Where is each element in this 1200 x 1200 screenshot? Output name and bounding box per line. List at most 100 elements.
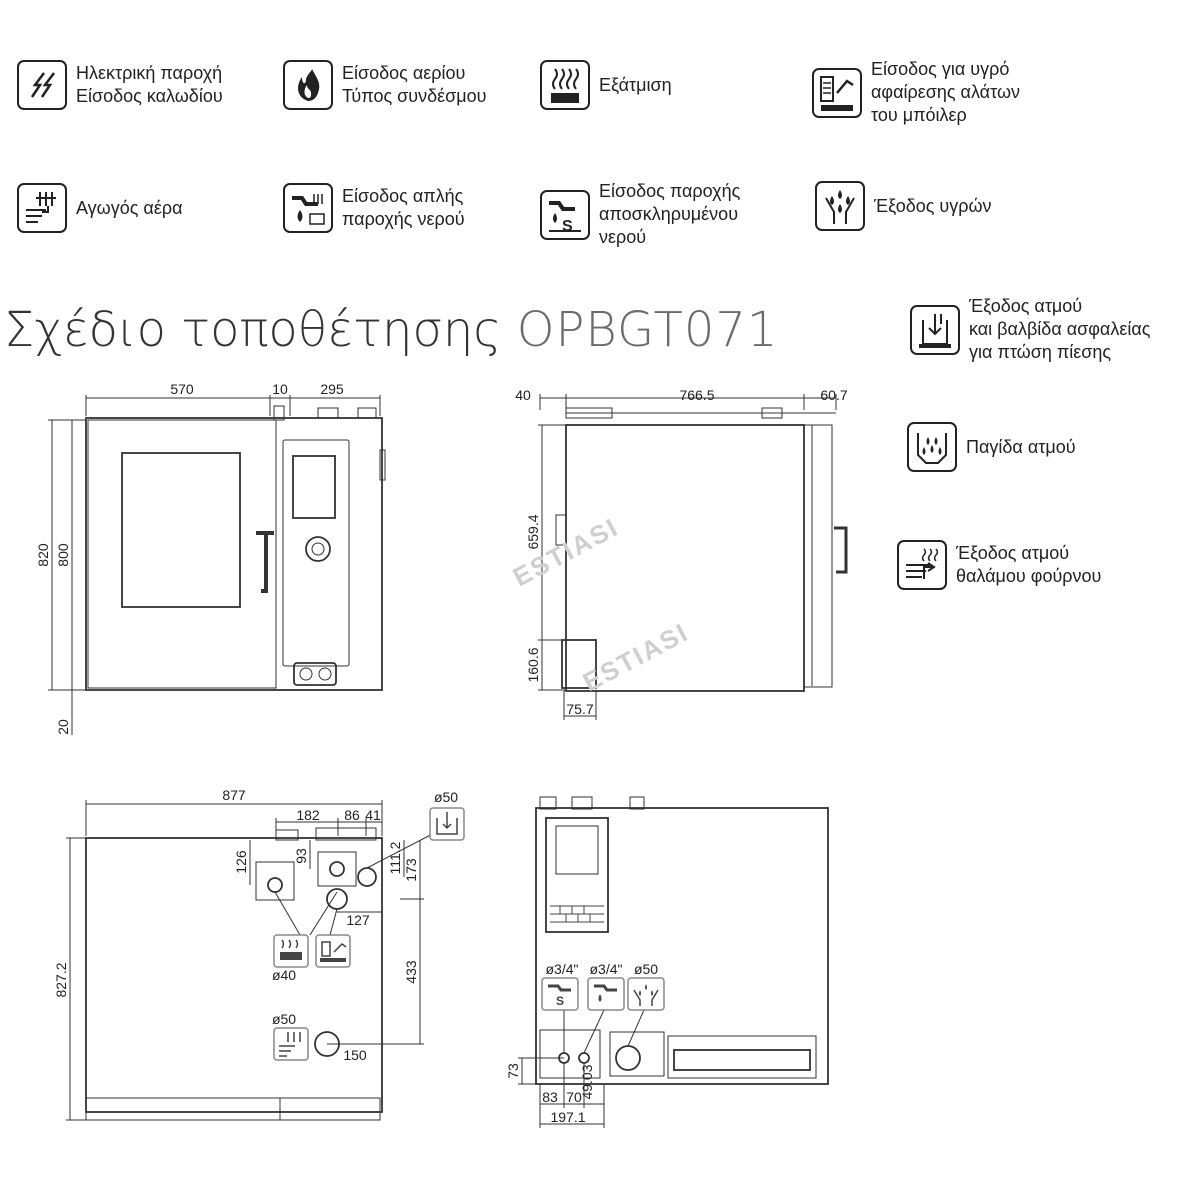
legend-softwater: S Είσοδος παροχής αποσκληρυμένου νερού bbox=[540, 180, 740, 249]
dim-top-126: 126 bbox=[233, 850, 249, 874]
dim-side-659: 659.4 bbox=[525, 514, 541, 549]
dim-front-10: 10 bbox=[272, 381, 288, 397]
dim-rear-70: 70 bbox=[566, 1089, 582, 1105]
top-air-marker-icon bbox=[273, 1027, 309, 1061]
dim-top-877: 877 bbox=[222, 787, 246, 803]
legend-descaler-line2: αφαίρεσης αλάτων bbox=[871, 82, 1020, 102]
dim-front-800: 800 bbox=[55, 543, 71, 567]
flame-icon bbox=[283, 60, 333, 110]
dim-rear-c2: ø3/4" bbox=[590, 961, 623, 977]
dim-top-173: 173 bbox=[403, 858, 419, 882]
dim-top-93: 93 bbox=[293, 848, 309, 864]
door-window bbox=[121, 452, 241, 608]
dim-rear-73: 73 bbox=[505, 1063, 521, 1079]
dim-top-111: 111.2 bbox=[387, 841, 403, 874]
control-panel bbox=[282, 439, 350, 667]
legend-electric-line1: Ηλεκτρική παροχή bbox=[76, 63, 223, 83]
legend-softwater-line2: αποσκληρυμένου bbox=[599, 204, 739, 224]
steam-valve-icon bbox=[910, 304, 960, 355]
dim-rear-c1: ø3/4" bbox=[546, 961, 579, 977]
dim-top-86: 86 bbox=[344, 807, 360, 823]
dim-rear-49: 49.03 bbox=[579, 1064, 595, 1099]
legend-steamvalve-line3: για πτώση πίεσης bbox=[969, 342, 1112, 362]
top-view: 877 182 86 41 ø50 126 93 111.2 173 827.2… bbox=[53, 787, 465, 1121]
rear-grille bbox=[667, 1035, 817, 1079]
dim-top-air-diameter: ø50 bbox=[272, 1011, 296, 1027]
dim-top-433: 433 bbox=[403, 960, 419, 984]
dim-top-41: 41 bbox=[365, 807, 381, 823]
legend-drain: Έξοδος υγρών bbox=[815, 181, 992, 231]
descaler-icon bbox=[812, 67, 862, 118]
svg-text:S: S bbox=[562, 218, 573, 235]
dim-side-60: 60.7 bbox=[820, 387, 847, 403]
exhaust-port bbox=[267, 877, 283, 893]
legend-chamber-line2: θαλάμου φούρνου bbox=[956, 566, 1102, 586]
front-service-ports bbox=[293, 662, 337, 686]
door-handle bbox=[256, 531, 274, 593]
legend-air: Αγωγός αέρα bbox=[17, 183, 183, 233]
legend-descaler-line1: Είσοδος για υγρό bbox=[871, 59, 1010, 79]
rear-drain-marker-icon bbox=[627, 977, 665, 1011]
front-view: 570 10 295 820 800 20 bbox=[35, 381, 386, 735]
legend-water-line2: παροχής νερού bbox=[342, 209, 465, 229]
dim-front-20: 20 bbox=[55, 719, 71, 735]
dim-side-766: 766.5 bbox=[679, 387, 714, 403]
legend-steamvalve-line2: και βαλβίδα ασφαλείας bbox=[969, 319, 1151, 339]
side-door-handle bbox=[834, 526, 848, 574]
dim-top-ex-diameter: ø50 bbox=[434, 789, 458, 805]
legend-drain-line1: Έξοδος υγρών bbox=[874, 195, 992, 216]
rear-water-port bbox=[578, 1052, 590, 1064]
descaler-port bbox=[329, 861, 345, 877]
top-body-outline bbox=[85, 837, 383, 1113]
legend-softwater-line1: Είσοδος παροχής bbox=[599, 181, 741, 201]
soft-water-icon: S bbox=[540, 189, 590, 240]
legend-electric-line2: Είσοδος καλωδίου bbox=[76, 86, 223, 106]
legend-air-line1: Αγωγός αέρα bbox=[76, 197, 183, 218]
dim-rear-c3: ø50 bbox=[634, 961, 658, 977]
steam-trap-icon bbox=[907, 422, 957, 472]
dim-top-150: 150 bbox=[343, 1047, 367, 1063]
rear-body-outline bbox=[535, 807, 829, 1085]
legend-water-line1: Είσοδος απλής bbox=[342, 186, 464, 206]
legend-steamtrap: Παγίδα ατμού bbox=[907, 422, 1076, 472]
rear-view: S ø3/4" ø3/4" ø50 73 49.03 83 70 197.1 bbox=[505, 796, 829, 1128]
dim-front-570: 570 bbox=[170, 381, 194, 397]
legend-exhaust: Εξάτμιση bbox=[540, 60, 672, 110]
dim-top-ex-diameter-2: ø40 bbox=[272, 967, 296, 983]
rear-connection-plate bbox=[539, 1029, 601, 1079]
dim-front-295: 295 bbox=[320, 381, 344, 397]
top-descaler-marker-icon bbox=[315, 934, 351, 968]
dim-top-827: 827.2 bbox=[53, 962, 69, 997]
title-model: OPBGT071 bbox=[516, 302, 779, 358]
front-body-outline bbox=[85, 417, 383, 691]
exhaust-port-plate bbox=[255, 861, 295, 901]
legend-exhaust-line1: Εξάτμιση bbox=[599, 74, 672, 95]
rear-brick-pattern bbox=[550, 905, 604, 923]
legend-chamber: Έξοδος ατμού θαλάμου φούρνου bbox=[897, 540, 1101, 590]
dim-rear-83: 83 bbox=[542, 1089, 558, 1105]
page-title: Σχέδιο τοποθέτησης OPBGT071 bbox=[4, 300, 778, 360]
rear-drain-port bbox=[615, 1045, 641, 1071]
exhaust-icon bbox=[540, 60, 590, 110]
touch-screen bbox=[292, 455, 336, 519]
top-exhaust-marker-icon bbox=[273, 934, 309, 968]
legend-gas-line2: Τύπος συνδέσμου bbox=[342, 86, 487, 106]
svg-text:S: S bbox=[556, 994, 564, 1008]
front-door bbox=[87, 419, 277, 689]
water-tap-icon bbox=[283, 183, 333, 233]
dim-side-40: 40 bbox=[515, 387, 531, 403]
dim-rear-197: 197.1 bbox=[550, 1109, 585, 1125]
legend-chamber-line1: Έξοδος ατμού bbox=[956, 543, 1070, 563]
steam-valve-port bbox=[357, 867, 377, 887]
side-body-outline bbox=[565, 424, 805, 692]
legend-softwater-line3: νερού bbox=[599, 227, 647, 247]
title-main: Σχέδιο τοποθέτησης bbox=[4, 302, 502, 358]
side-view: 40 766.5 60.7 659.4 160.6 75.7 ESTIASI E… bbox=[508, 387, 848, 720]
legend-steamtrap-line1: Παγίδα ατμού bbox=[966, 436, 1076, 457]
dim-top-182: 182 bbox=[296, 807, 320, 823]
